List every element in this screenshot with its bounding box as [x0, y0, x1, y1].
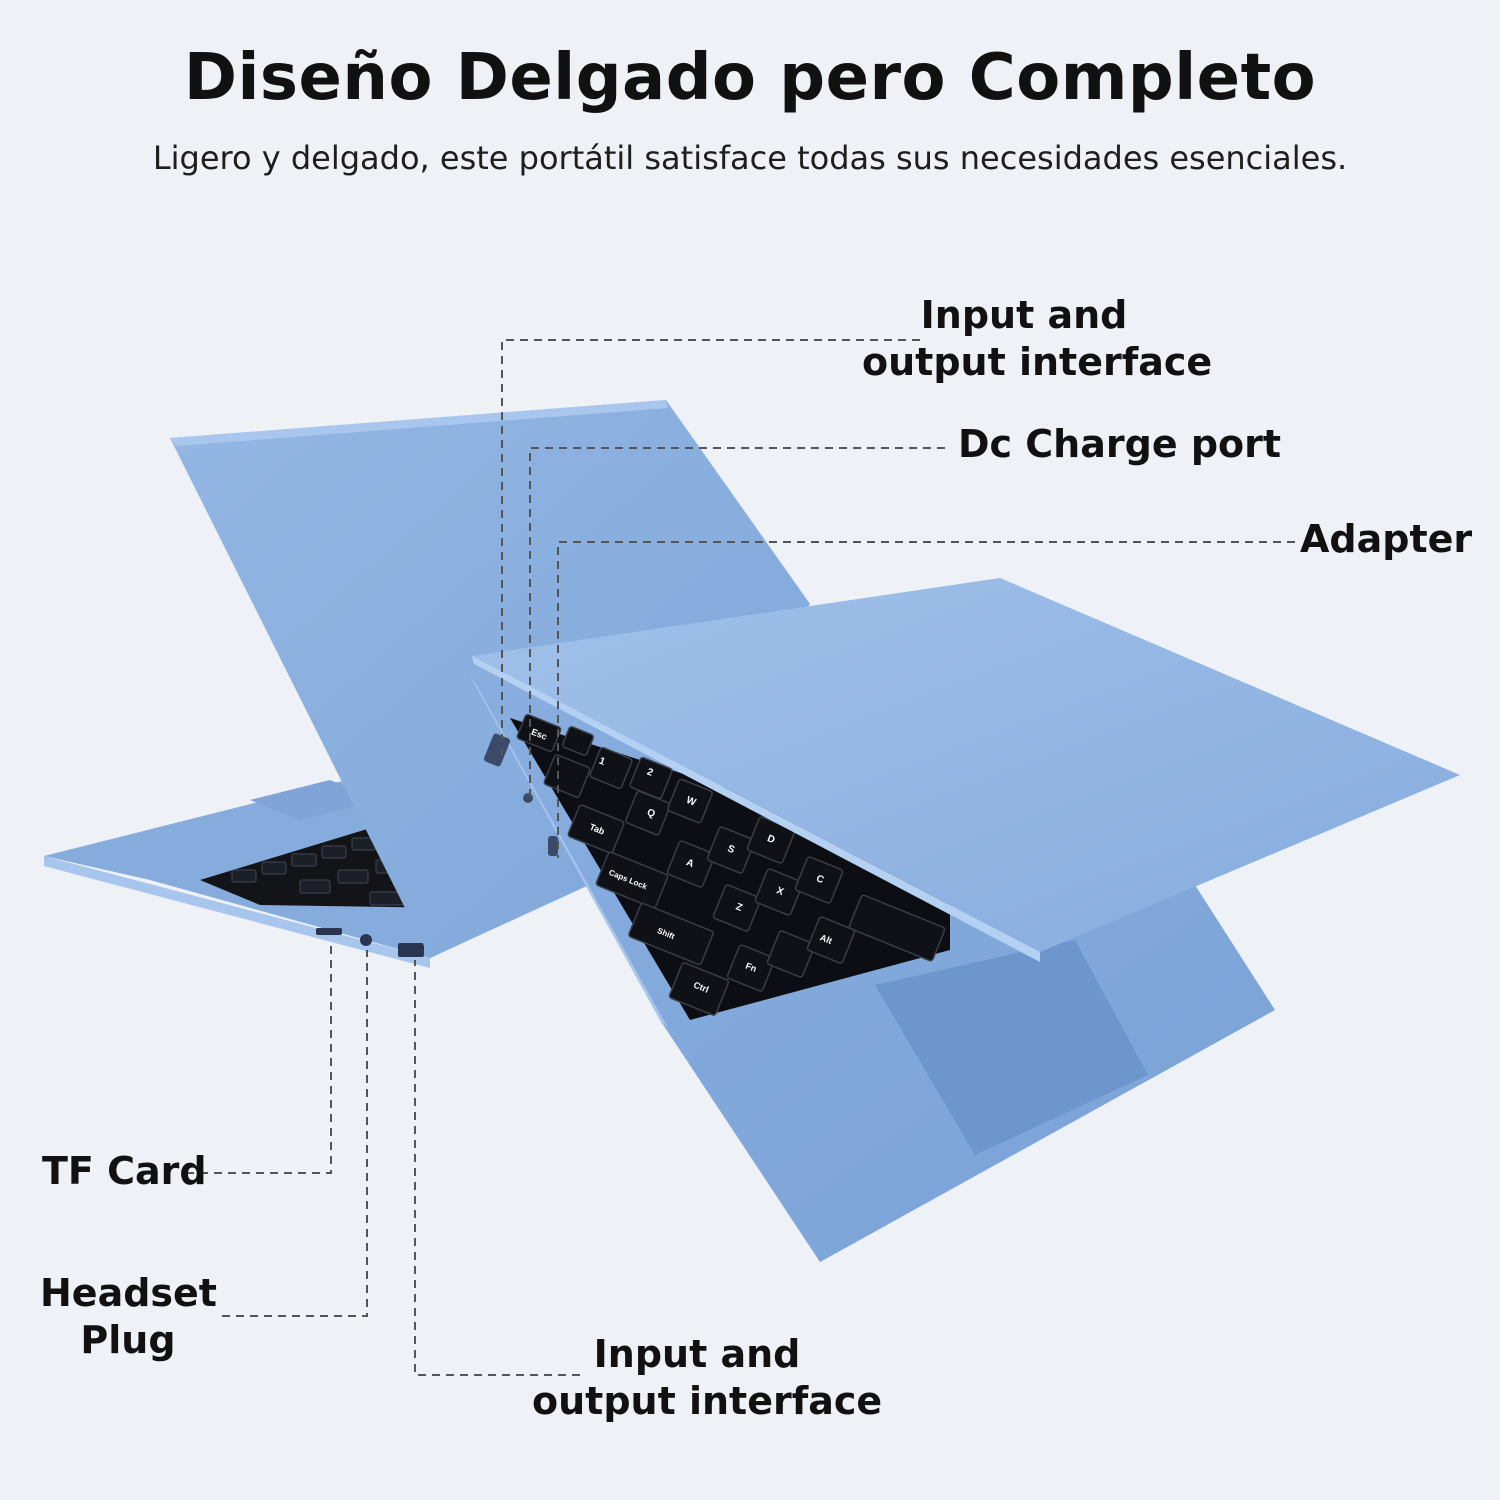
right-keyboard-keys — [516, 713, 946, 1016]
right-laptop-base — [470, 676, 1275, 1262]
callout-leader-lines — [186, 339, 1295, 1376]
key-label: 2 — [645, 767, 655, 779]
key-label: C — [815, 873, 826, 886]
key-label: 1 — [597, 756, 607, 768]
callout-top-io-interface: Input and output interface — [862, 293, 1213, 384]
key-label: S — [726, 843, 737, 856]
dc-charge-port — [548, 836, 558, 856]
key-label: Fn — [744, 961, 758, 974]
key-label: Z — [734, 901, 744, 913]
tf-card-slot — [316, 928, 342, 935]
right-usb-port — [483, 733, 511, 767]
key-label: X — [775, 885, 786, 898]
page-title: Diseño Delgado pero Completo — [183, 41, 1317, 115]
callout-adapter: Adapter — [1300, 517, 1473, 561]
callout-tf-card: TF Card — [42, 1149, 207, 1193]
left-usb-port — [398, 943, 424, 957]
key-label: Q — [645, 807, 657, 820]
callout-dc-charge-port: Dc Charge port — [958, 422, 1282, 466]
left-laptop-lid — [170, 400, 810, 958]
key-label: Alt — [819, 932, 834, 946]
right-touchpad — [875, 940, 1148, 1155]
right-laptop-lid — [472, 578, 1460, 952]
page-subtitle: Ligero y delgado, este portátil satisfac… — [152, 139, 1348, 177]
key-label: A — [685, 857, 696, 870]
headset-jack — [360, 934, 372, 946]
callout-bottom-io-interface: Input and output interface — [532, 1332, 883, 1423]
right-audio-port — [523, 793, 533, 803]
callout-headset-plug: Headset Plug — [40, 1271, 217, 1362]
key-label: W — [684, 795, 697, 809]
key-label: D — [766, 833, 777, 846]
